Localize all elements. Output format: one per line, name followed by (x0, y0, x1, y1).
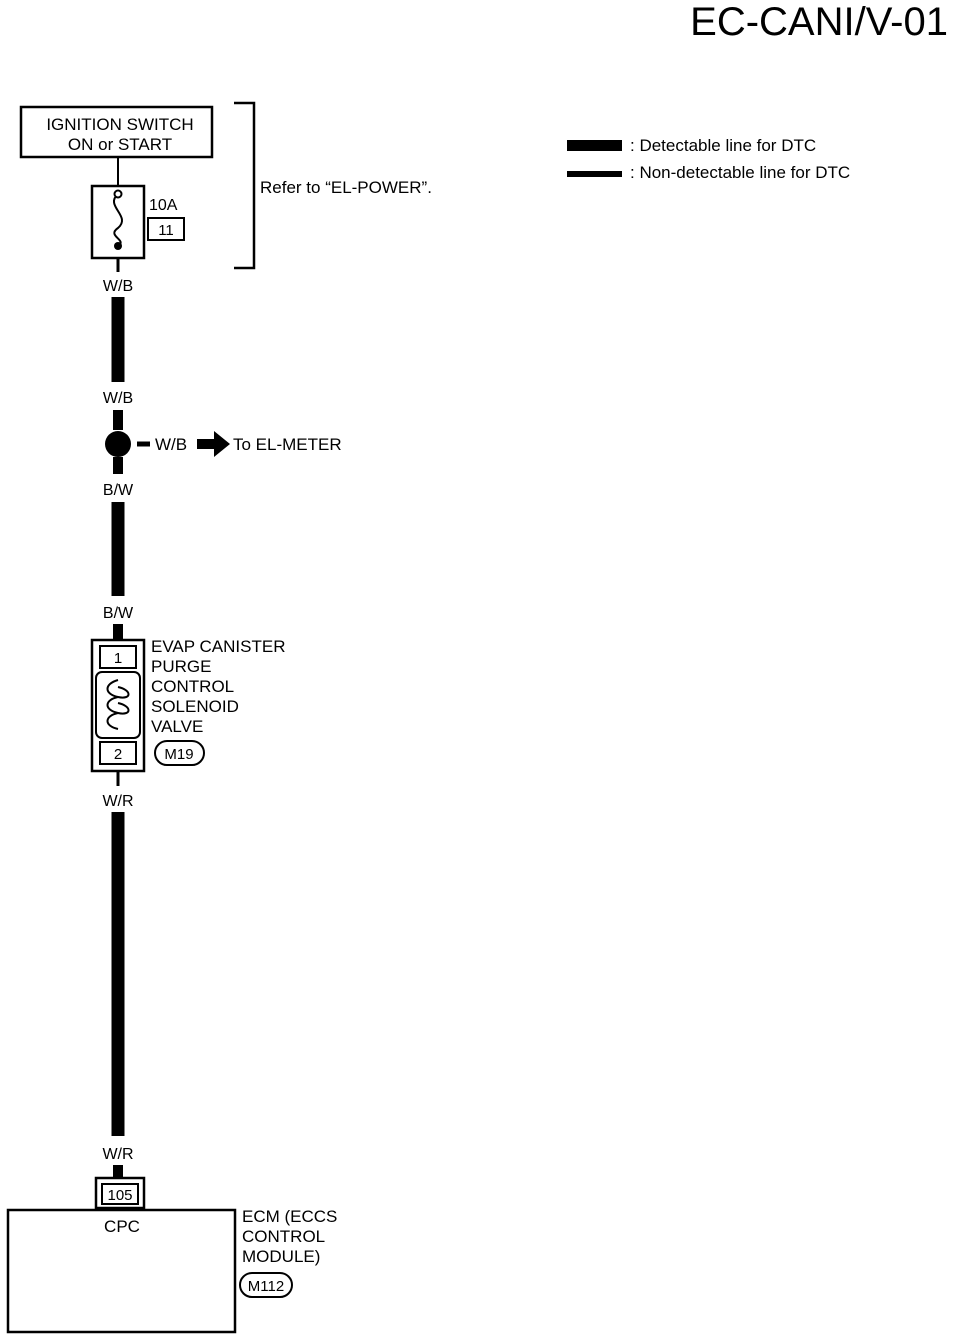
solenoid-connector-badge (154, 740, 205, 766)
wire-label-wb-mid: W/B (103, 390, 133, 407)
legend-detectable-text: : Detectable line for DTC (630, 136, 816, 155)
ecm-pin: 105 (107, 1187, 132, 1204)
ecm-label-line-2: CONTROL (242, 1227, 325, 1246)
fuse-number-box (147, 217, 185, 241)
fuse-rating: 10A (149, 197, 178, 214)
arrow-right-icon (197, 431, 230, 457)
branch-destination: To EL-METER (233, 435, 342, 454)
solenoid-label-line-5: VALVE (151, 717, 203, 736)
ecm-connector-frame (94, 1176, 146, 1210)
wire-label-wr-bottom: W/R (102, 1146, 133, 1163)
wire-label-bw-top: B/W (103, 482, 134, 499)
wire-label-wr-top: W/R (102, 793, 133, 810)
ecm-terminal-name: CPC (104, 1217, 140, 1236)
solenoid-connector-id: M19 (164, 746, 193, 763)
solenoid-label-line-1: EVAP CANISTER (151, 637, 285, 656)
fuse-number: 11 (158, 222, 174, 239)
power-bracket (234, 101, 256, 270)
wire-label-wb-top: W/B (103, 278, 133, 295)
legend-detectable-line-icon (567, 140, 622, 151)
solenoid-pin-2-box (99, 741, 137, 765)
solenoid-pin-2: 2 (114, 746, 122, 763)
wire-label-wb-branch: W/B (155, 435, 187, 454)
ignition-switch-line2: ON or START (68, 135, 172, 154)
solenoid-pin-1: 1 (114, 650, 122, 667)
page-code: EC-CANI/V-01 (690, 0, 948, 44)
fuse-terminal-bottom-icon (114, 242, 122, 250)
fuse-element-icon (112, 193, 124, 247)
solenoid-label-line-3: CONTROL (151, 677, 234, 696)
ignition-switch-box (19, 105, 214, 159)
ecm-connector-id: M112 (248, 1278, 284, 1295)
legend-non-detectable-line-icon (567, 171, 622, 177)
wire-label-bw-bottom: B/W (103, 605, 134, 622)
ecm-box (6, 1208, 237, 1334)
ecm-connector-badge (239, 1272, 293, 1298)
fuse-terminal-top-icon (113, 189, 123, 199)
legend-non-detectable-text: : Non-detectable line for DTC (630, 163, 850, 182)
ecm-label-line-1: ECM (ECCS (242, 1207, 337, 1226)
ecm-label-line-3: MODULE) (242, 1247, 320, 1266)
solenoid-label-line-4: SOLENOID (151, 697, 239, 716)
ecm-pin-box (101, 1183, 139, 1205)
ignition-switch-line1: IGNITION SWITCH (46, 115, 193, 134)
solenoid-pin-1-box (99, 645, 137, 669)
refer-note: Refer to “EL-POWER”. (260, 178, 432, 197)
solenoid-label-line-2: PURGE (151, 657, 211, 676)
solenoid-coil-icon (106, 679, 130, 730)
splice-point (105, 431, 131, 457)
